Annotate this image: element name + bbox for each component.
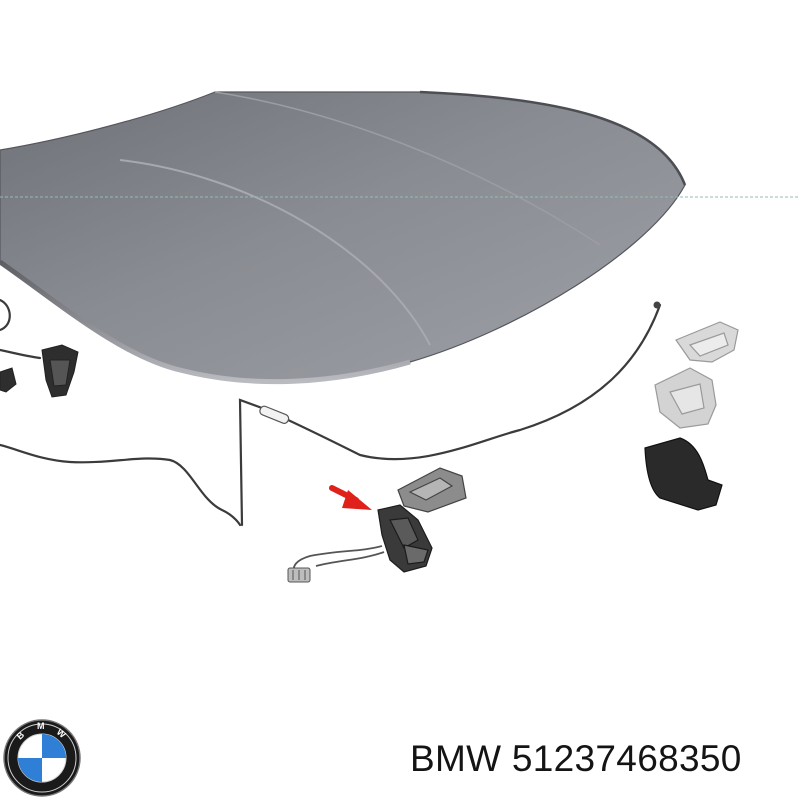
lock-wiring <box>292 545 385 575</box>
caption-part-number: 51237468350 <box>511 738 742 779</box>
part-caption: BMW 51237468350 <box>410 738 742 780</box>
svg-text:B: B <box>15 729 27 741</box>
hood-hinge-lower <box>654 367 717 429</box>
release-cable <box>0 298 662 527</box>
hood-panel <box>0 90 687 385</box>
red-arrow-icon <box>329 485 372 510</box>
bmw-logo-icon: B M W <box>3 719 81 797</box>
lock-connector <box>287 567 311 583</box>
lock-cover <box>644 437 723 511</box>
hood-lock <box>377 504 433 573</box>
striker-bracket <box>397 467 467 513</box>
svg-text:M: M <box>37 721 45 731</box>
cable-end-fitting <box>653 301 661 309</box>
hood-hinge-upper <box>675 321 739 363</box>
caption-brand: BMW <box>410 738 502 779</box>
release-handle-assembly <box>0 344 79 398</box>
cable-sleeve <box>259 405 290 424</box>
